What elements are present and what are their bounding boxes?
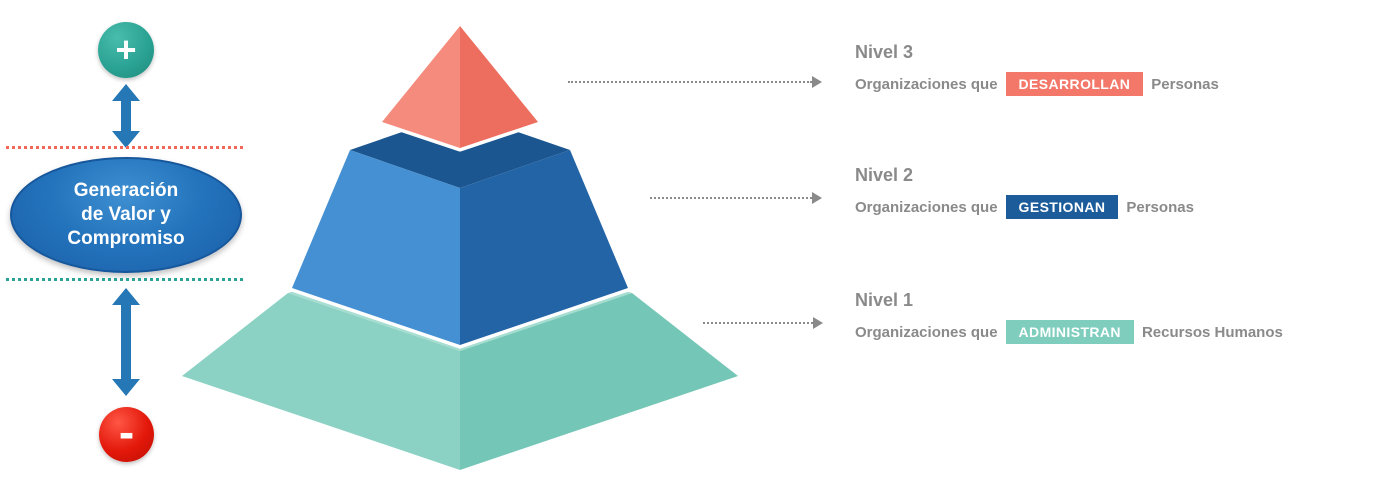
tier1-left-face — [182, 293, 460, 470]
level-1-prefix: Organizaciones que — [855, 323, 998, 341]
double-arrow-down-icon — [112, 288, 140, 396]
dotted-separator-top — [6, 146, 243, 149]
level-1-suffix: Recursos Humanos — [1141, 323, 1283, 341]
plus-label: + — [115, 29, 137, 70]
arrow-shaft — [121, 99, 131, 133]
connector-arrow-nivel-3 — [568, 76, 822, 88]
minus-label: - — [118, 405, 135, 458]
connector-arrow-nivel-1 — [703, 317, 823, 329]
arrow-head-down — [112, 131, 140, 148]
level-1-title: Nivel 1 — [855, 290, 914, 310]
tier1-right-face — [460, 293, 738, 470]
minus-circle: - — [99, 405, 154, 462]
level-3-block: Nivel 3 Organizaciones que DESARROLLAN P… — [855, 42, 1219, 96]
arrow-head-up — [112, 84, 140, 101]
level-3-suffix: Personas — [1151, 75, 1219, 93]
dotted-separator-bottom — [6, 278, 243, 281]
ellipse-label-line3: Compromiso — [67, 228, 185, 250]
level-2-block: Nivel 2 Organizaciones que GESTIONAN Per… — [855, 165, 1194, 219]
arrow-head-up — [112, 288, 140, 305]
level-1-block: Nivel 1 Organizaciones que ADMINISTRAN R… — [855, 290, 1283, 344]
level-2-prefix: Organizaciones que — [855, 198, 998, 216]
level-3-row: Organizaciones que DESARROLLAN Personas — [855, 72, 1219, 96]
level-3-badge: DESARROLLAN — [1005, 72, 1144, 96]
tier2-left-face — [292, 150, 460, 345]
value-ellipse: Generación de Valor y Compromiso — [10, 157, 242, 273]
ellipse-label-line2: de Valor y — [81, 203, 171, 225]
level-2-suffix: Personas — [1126, 198, 1194, 216]
arrow-shaft — [121, 303, 131, 381]
plus-circle: + — [98, 22, 154, 78]
connector-arrow-nivel-2 — [650, 192, 822, 204]
level-2-badge: GESTIONAN — [1005, 195, 1119, 219]
arrow-head-down — [112, 379, 140, 396]
pyramid — [180, 22, 740, 470]
tier2-right-face — [460, 150, 628, 345]
double-arrow-up-icon — [112, 84, 140, 148]
level-3-prefix: Organizaciones que — [855, 75, 998, 93]
level-1-row: Organizaciones que ADMINISTRAN Recursos … — [855, 320, 1283, 344]
level-3-title: Nivel 3 — [855, 42, 914, 62]
level-2-row: Organizaciones que GESTIONAN Personas — [855, 195, 1194, 219]
level-2-title: Nivel 2 — [855, 165, 914, 185]
tier3-left-face — [382, 26, 460, 148]
level-1-badge: ADMINISTRAN — [1005, 320, 1134, 344]
ellipse-label-line1: Generación — [73, 179, 179, 201]
tier3-right-face — [460, 26, 538, 148]
